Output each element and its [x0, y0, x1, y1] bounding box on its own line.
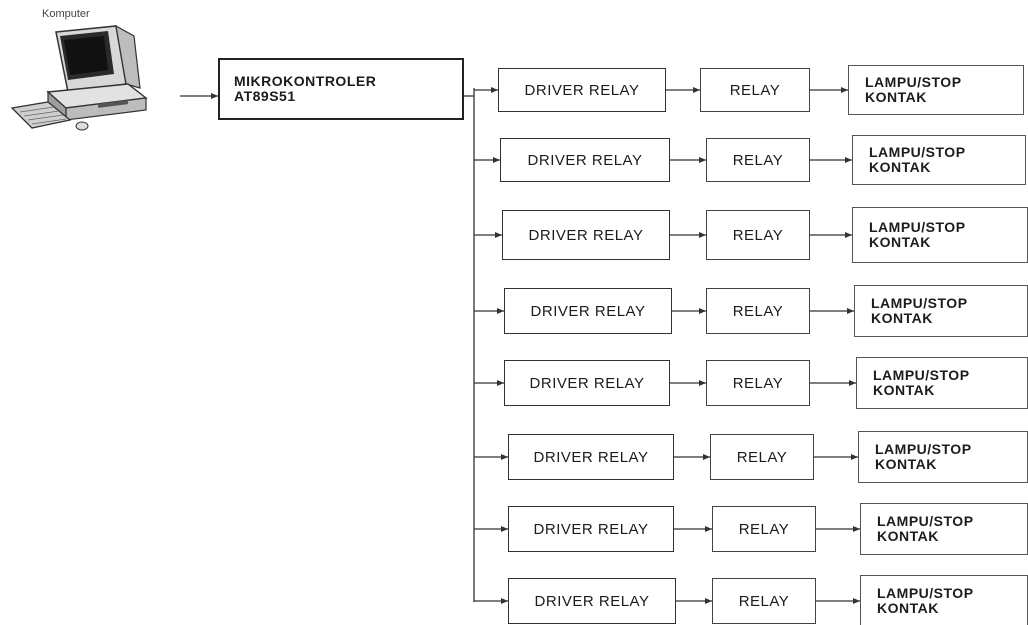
- driver-relay-block-5-label: DRIVER RELAY: [530, 375, 645, 392]
- microcontroller-block: MIKROKONTROLER AT89S51: [218, 58, 464, 120]
- relay-block-8-label: RELAY: [739, 593, 790, 610]
- lamp-socket-block-4: LAMPU/STOP KONTAK: [854, 285, 1028, 337]
- relay-block-2: RELAY: [706, 138, 810, 182]
- relay-block-7-label: RELAY: [739, 521, 790, 538]
- lamp-socket-block-5: LAMPU/STOP KONTAK: [856, 357, 1028, 409]
- driver-relay-block-3: DRIVER RELAY: [502, 210, 670, 260]
- lamp-socket-block-4-label: LAMPU/STOP KONTAK: [871, 296, 968, 326]
- lamp-socket-block-1: LAMPU/STOP KONTAK: [848, 65, 1024, 115]
- lamp-socket-block-3-label: LAMPU/STOP KONTAK: [869, 220, 966, 250]
- lamp-socket-block-7-label: LAMPU/STOP KONTAK: [877, 514, 974, 544]
- driver-relay-block-8: DRIVER RELAY: [508, 578, 676, 624]
- lamp-socket-block-6: LAMPU/STOP KONTAK: [858, 431, 1028, 483]
- driver-relay-block-7: DRIVER RELAY: [508, 506, 674, 552]
- driver-relay-block-2: DRIVER RELAY: [500, 138, 670, 182]
- relay-block-6-label: RELAY: [737, 449, 788, 466]
- driver-relay-block-2-label: DRIVER RELAY: [528, 152, 643, 169]
- driver-relay-block-7-label: DRIVER RELAY: [534, 521, 649, 538]
- computer-label: Komputer: [42, 8, 90, 20]
- lamp-socket-block-7: LAMPU/STOP KONTAK: [860, 503, 1028, 555]
- driver-relay-block-3-label: DRIVER RELAY: [529, 227, 644, 244]
- computer-icon: [8, 22, 148, 137]
- relay-block-4: RELAY: [706, 288, 810, 334]
- relay-block-1: RELAY: [700, 68, 810, 112]
- relay-block-2-label: RELAY: [733, 152, 784, 169]
- relay-block-6: RELAY: [710, 434, 814, 480]
- relay-block-5: RELAY: [706, 360, 810, 406]
- driver-relay-block-6: DRIVER RELAY: [508, 434, 674, 480]
- microcontroller-name: MIKROKONTROLER: [234, 74, 376, 89]
- relay-block-8: RELAY: [712, 578, 816, 624]
- lamp-socket-block-3: LAMPU/STOP KONTAK: [852, 207, 1028, 263]
- driver-relay-block-5: DRIVER RELAY: [504, 360, 670, 406]
- relay-block-5-label: RELAY: [733, 375, 784, 392]
- driver-relay-block-1: DRIVER RELAY: [498, 68, 666, 112]
- lamp-socket-block-6-label: LAMPU/STOP KONTAK: [875, 442, 972, 472]
- driver-relay-block-4: DRIVER RELAY: [504, 288, 672, 334]
- driver-relay-block-6-label: DRIVER RELAY: [534, 449, 649, 466]
- microcontroller-model: AT89S51: [234, 89, 376, 104]
- lamp-socket-block-5-label: LAMPU/STOP KONTAK: [873, 368, 970, 398]
- relay-block-4-label: RELAY: [733, 303, 784, 320]
- relay-block-1-label: RELAY: [730, 82, 781, 99]
- relay-block-3: RELAY: [706, 210, 810, 260]
- lamp-socket-block-2-label: LAMPU/STOP KONTAK: [869, 145, 966, 175]
- lamp-socket-block-8: LAMPU/STOP KONTAK: [860, 575, 1028, 625]
- relay-block-3-label: RELAY: [733, 227, 784, 244]
- driver-relay-block-8-label: DRIVER RELAY: [535, 593, 650, 610]
- driver-relay-block-4-label: DRIVER RELAY: [531, 303, 646, 320]
- lamp-socket-block-1-label: LAMPU/STOP KONTAK: [865, 75, 962, 105]
- lamp-socket-block-8-label: LAMPU/STOP KONTAK: [877, 586, 974, 616]
- relay-block-7: RELAY: [712, 506, 816, 552]
- lamp-socket-block-2: LAMPU/STOP KONTAK: [852, 135, 1026, 185]
- driver-relay-block-1-label: DRIVER RELAY: [525, 82, 640, 99]
